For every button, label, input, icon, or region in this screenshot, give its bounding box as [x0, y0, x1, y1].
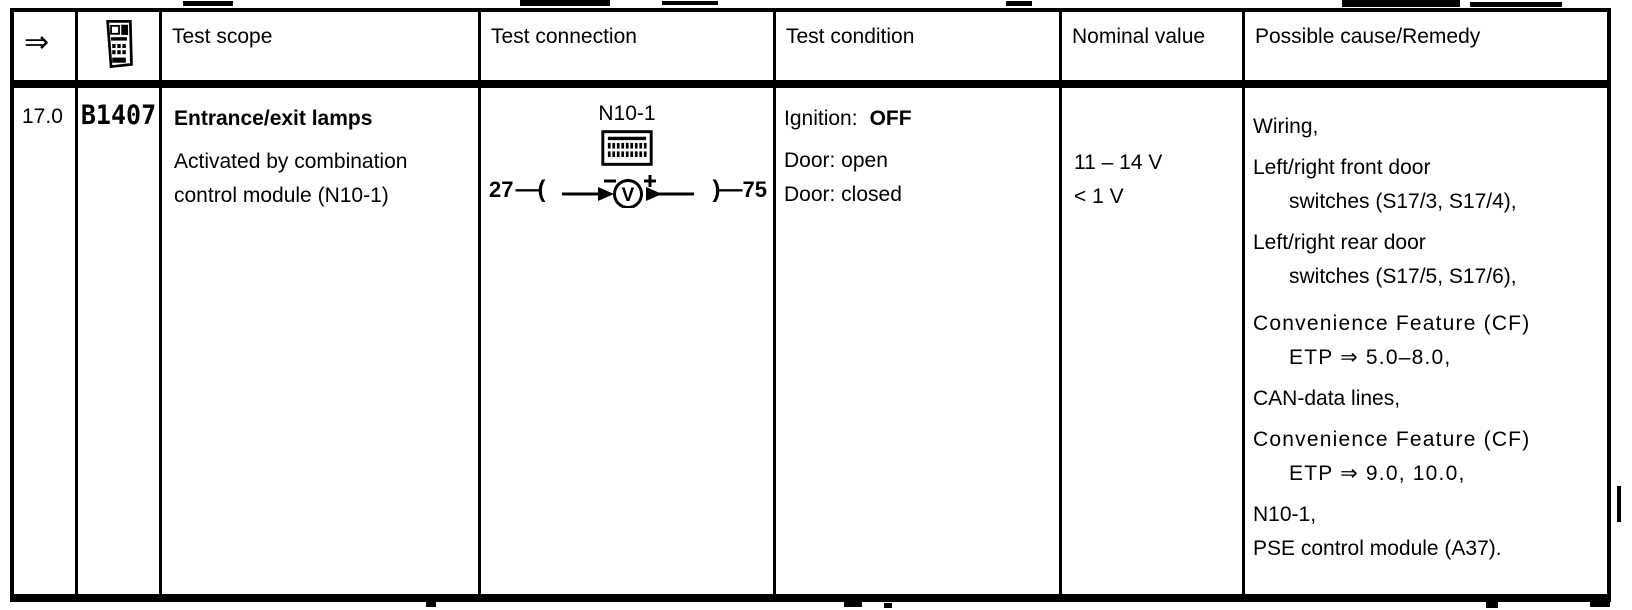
cause-line: Convenience Feature (CF)	[1253, 428, 1531, 451]
cause-line: Left/right rear door	[1253, 231, 1426, 254]
cause-line: ETP ⇒ 9.0, 10.0,	[1289, 462, 1466, 485]
connection-module-label: N10-1	[598, 102, 656, 125]
cause-line: Convenience Feature (CF)	[1253, 312, 1531, 335]
multi-pin-connector-icon	[601, 130, 653, 166]
test-scope-line: Activated by combination	[174, 150, 408, 173]
header-cell-nominal-value: Nominal value	[1062, 12, 1245, 80]
fault-code: B1407	[80, 99, 157, 131]
cause-line: switches (S17/5, S17/6),	[1289, 265, 1517, 288]
header-cell-possible-cause: Possible cause/Remedy	[1255, 25, 1481, 48]
cause-line: Left/right front door	[1253, 156, 1431, 179]
scan-artifact	[1470, 2, 1562, 7]
header-cell-step: ⇒	[14, 12, 78, 80]
hand-held-tester-icon	[102, 19, 136, 69]
scan-artifact	[426, 600, 436, 607]
scan-artifact	[1342, 0, 1460, 7]
scan-artifact	[1486, 600, 1498, 608]
condition-door-closed: Door: closed	[784, 183, 902, 206]
cause-line: N10-1,	[1253, 503, 1317, 526]
next-step-arrow-icon: ⇒	[24, 26, 50, 59]
pin-right: )— 75	[712, 176, 767, 203]
nominal-value-line: < 1 V	[1074, 185, 1124, 208]
test-scope-title: Entrance/exit lamps	[174, 107, 373, 130]
condition-door-open: Door: open	[784, 149, 888, 172]
scan-artifact	[183, 1, 233, 6]
header-cell-tester	[78, 12, 162, 80]
cause-line: Wiring,	[1253, 115, 1319, 138]
scan-artifact	[1617, 486, 1621, 522]
cell-test-step: 17.0	[14, 88, 78, 594]
cell-test-connection: N10-1	[481, 88, 776, 594]
cause-line: PSE control module (A37).	[1253, 537, 1502, 560]
svg-text:V: V	[622, 185, 635, 206]
cell-test-scope: Entrance/exit lamps Activated by combina…	[162, 88, 481, 594]
diagnostic-test-table: ⇒	[10, 8, 1611, 602]
cause-line: ETP ⇒ 5.0–8.0,	[1289, 346, 1452, 369]
cell-fault-code: B1407	[78, 88, 162, 594]
pin-left: 27 —(	[489, 176, 545, 203]
nominal-value-line: 11 – 14 V	[1074, 151, 1163, 174]
cell-possible-cause: Wiring, Left/right front door switches (…	[1245, 88, 1607, 594]
measurement-line: 27 —( V	[481, 172, 773, 208]
table-header-row: ⇒	[14, 12, 1607, 88]
cause-line: CAN-data lines,	[1253, 387, 1401, 410]
probe-clip-left: —(	[515, 176, 545, 203]
scan-artifact	[662, 1, 718, 5]
probe-clip-right: )—	[712, 176, 743, 203]
cell-test-condition: Ignition:OFF Door: open Door: closed	[776, 88, 1062, 594]
test-step-number: 17.0	[22, 105, 63, 128]
scan-artifact	[1590, 602, 1610, 607]
test-scope-line: control module (N10-1)	[174, 184, 389, 207]
scan-artifact	[844, 602, 862, 607]
voltmeter-icon: V	[558, 172, 698, 208]
header-cell-test-scope: Test scope	[162, 12, 481, 80]
cause-line: switches (S17/3, S17/4),	[1289, 190, 1517, 213]
header-cell-test-connection: Test connection	[481, 12, 776, 80]
scan-artifact	[1006, 1, 1032, 6]
header-cell-test-condition: Test condition	[776, 12, 1062, 80]
cell-nominal-value: 11 – 14 V < 1 V	[1062, 88, 1245, 594]
condition-ignition: Ignition:OFF	[784, 107, 912, 130]
table-body-row: 17.0 B1407 Entrance/exit lamps Activated…	[14, 88, 1607, 594]
scan-artifact	[520, 0, 610, 6]
scan-artifact	[884, 603, 892, 608]
